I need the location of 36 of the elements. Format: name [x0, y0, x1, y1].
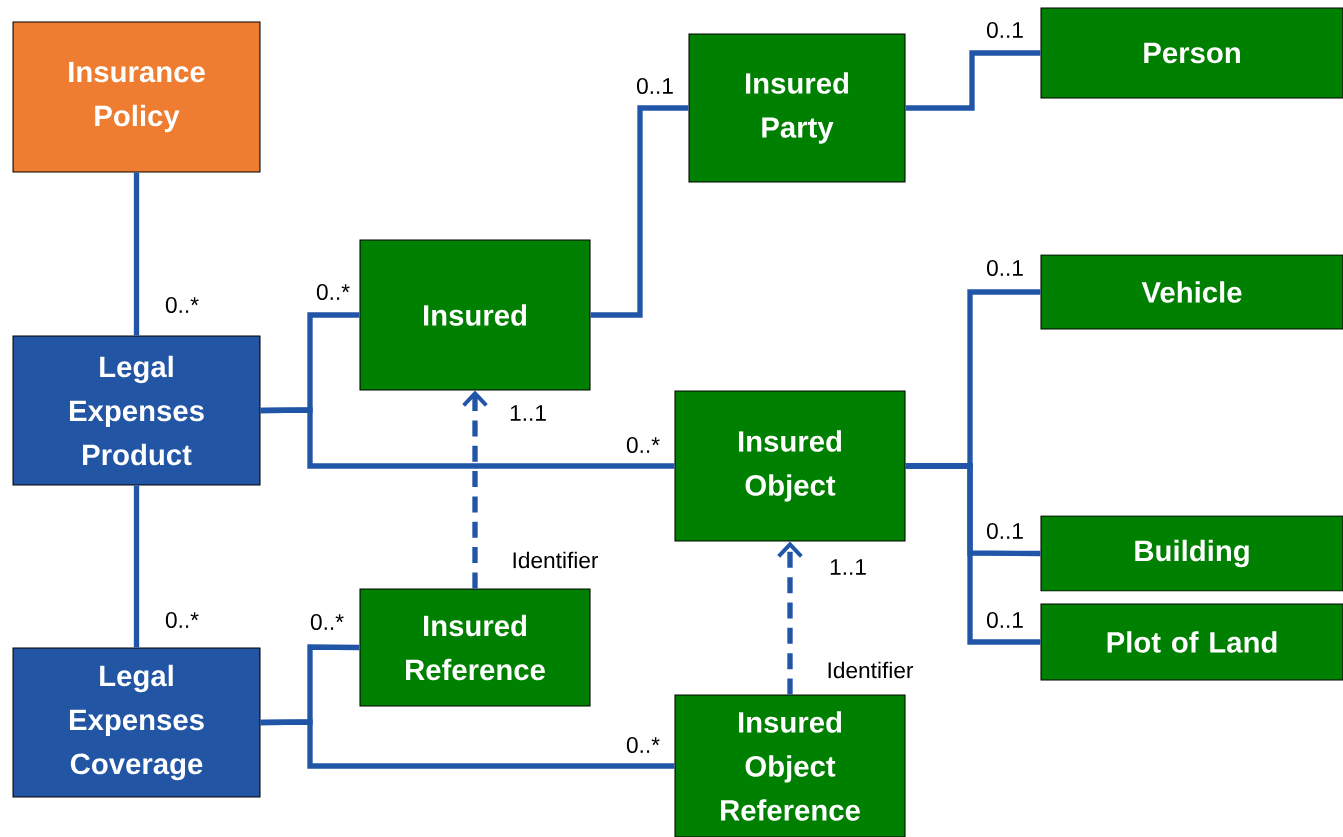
edge-label: 0..* — [163, 610, 201, 630]
class-box: Insurance Policy — [12, 21, 261, 173]
multiplicity-label: 1..1 — [827, 557, 869, 577]
class-box: Insured — [359, 239, 591, 391]
connector — [133, 172, 140, 336]
class-box: Plot of Land — [1040, 603, 1343, 681]
edge-label: 0..* — [308, 612, 346, 632]
class-box: Insured Party — [688, 33, 906, 183]
edge-label: 0..* — [314, 282, 352, 302]
class-box: Legal Expenses Product — [12, 335, 261, 486]
class-box: Insured Object Reference — [674, 694, 906, 837]
class-box: Building — [1040, 515, 1343, 592]
class-box: Insured Reference — [359, 588, 591, 707]
edge-label: 0..1 — [984, 258, 1026, 278]
connector — [260, 719, 675, 769]
edge-label: 0..1 — [984, 610, 1026, 630]
connector — [590, 105, 689, 318]
edge-label: 0..1 — [984, 521, 1026, 541]
class-box: Insured Object — [674, 390, 906, 542]
edge-label: Identifier — [510, 550, 600, 570]
edge-label: 0..* — [624, 735, 662, 755]
connector — [133, 485, 140, 648]
connector — [260, 407, 675, 469]
edge-label: 0..* — [163, 295, 201, 315]
edge-label: 0..1 — [634, 76, 676, 96]
connector — [462, 390, 488, 589]
edge-label: Identifier — [825, 660, 915, 680]
connector — [905, 463, 1041, 645]
multiplicity-label: 1..1 — [507, 403, 549, 423]
class-box: Vehicle — [1040, 254, 1343, 330]
class-box: Person — [1040, 7, 1343, 99]
class-box: Legal Expenses Coverage — [12, 647, 261, 798]
edge-label: 0..* — [624, 435, 662, 455]
connector — [905, 50, 1041, 111]
connector — [777, 541, 803, 695]
edge-label: 0..1 — [984, 20, 1026, 40]
